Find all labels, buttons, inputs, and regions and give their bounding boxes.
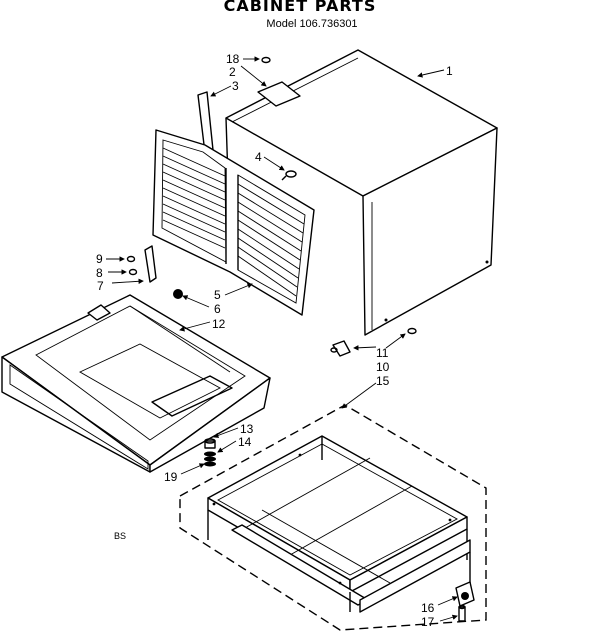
screw — [281, 170, 297, 181]
callout-15: 15 — [376, 374, 390, 388]
callout-5: 5 — [214, 288, 221, 302]
callout-4: 4 — [255, 150, 262, 164]
callout-13: 13 — [240, 422, 254, 436]
callout-8: 8 — [96, 266, 103, 280]
plug — [261, 56, 271, 64]
corner-code: BS — [114, 531, 126, 541]
caster-wheel — [455, 581, 475, 607]
mounting-clip — [330, 340, 351, 357]
callout-9: 9 — [96, 252, 103, 266]
callout-11: 11 — [376, 346, 389, 360]
base-pan — [1, 294, 271, 473]
callout-labels: 1 18 2 3 4 9 8 7 5 6 12 11 10 15 13 14 1… — [96, 52, 453, 629]
grille-bracket — [144, 245, 157, 283]
page-title: CABINET PARTS — [224, 0, 377, 15]
callout-17: 17 — [421, 615, 435, 629]
base-stand — [207, 435, 471, 613]
callout-19: 19 — [164, 470, 178, 484]
mounting-screw — [407, 327, 417, 335]
callout-1: 1 — [446, 64, 453, 78]
knob — [173, 289, 183, 299]
callout-14: 14 — [238, 435, 252, 449]
callout-7: 7 — [97, 279, 104, 293]
callout-6: 6 — [214, 302, 221, 316]
label-plate — [257, 81, 301, 107]
callout-2: 2 — [229, 65, 236, 79]
callout-18: 18 — [226, 52, 240, 66]
callout-3: 3 — [232, 79, 239, 93]
leader-lines — [106, 56, 458, 622]
grille-nut — [128, 268, 138, 276]
callout-10: 10 — [376, 360, 390, 374]
drain-spring — [204, 451, 216, 467]
caster-stem — [458, 604, 466, 622]
callout-12: 12 — [212, 317, 226, 331]
callout-16: 16 — [421, 601, 435, 615]
grille-screw — [126, 255, 136, 263]
front-grille — [152, 129, 315, 316]
model-number: Model 106.736301 — [266, 18, 357, 30]
drain-fitting — [204, 438, 216, 449]
